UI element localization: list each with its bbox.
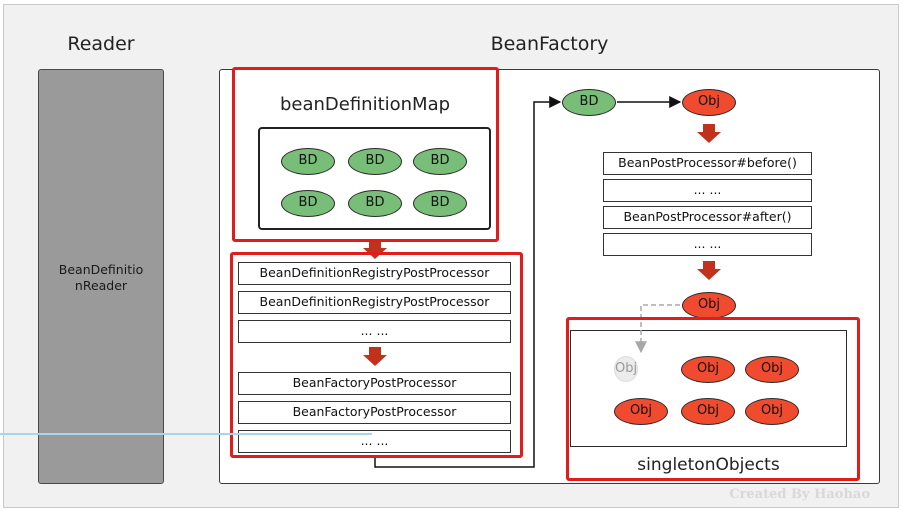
singleton-obj-node: Obj <box>614 398 668 425</box>
bean-definition-map-highlight <box>232 67 499 242</box>
singleton-objects-box <box>570 330 847 447</box>
bd-node: BD <box>348 148 402 175</box>
bd-node: BD <box>348 190 402 217</box>
red-down-arrow <box>697 124 721 143</box>
bd-node: BD <box>281 148 335 175</box>
scan-line-artifact <box>0 433 372 435</box>
registry-post-processor: BeanDefinitionRegistryPostProcessor <box>238 262 511 285</box>
registry-post-processor: BeanDefinitionRegistryPostProcessor <box>238 291 511 314</box>
bean-definition-map-title: beanDefinitionMap <box>279 94 451 115</box>
factory-post-processor: BeanFactoryPostProcessor <box>238 401 511 424</box>
pipeline-bd-node: BD <box>562 89 616 116</box>
red-down-arrow <box>363 240 387 259</box>
dashed-connector <box>635 304 680 354</box>
bean-definition-reader-label: BeanDefinitionReader <box>38 262 164 294</box>
flow-connector <box>374 96 562 468</box>
red-down-arrow <box>363 347 387 366</box>
pending-obj-node: Obj <box>614 356 639 382</box>
watermark: Created By Haohao <box>729 487 870 502</box>
pipeline-obj-node: Obj <box>682 89 736 116</box>
result-obj-node: Obj <box>682 292 736 319</box>
singleton-objects-title: singletonObjects <box>637 455 780 475</box>
singleton-obj-node: Obj <box>681 356 735 383</box>
singleton-obj-node: Obj <box>745 356 799 383</box>
reader-title: Reader <box>67 33 135 55</box>
reader-component-text: BeanDefinitionReader <box>58 262 144 293</box>
bean-factory-title: BeanFactory <box>490 33 609 55</box>
bd-node: BD <box>413 190 467 217</box>
singleton-objects-highlight <box>566 317 860 481</box>
bean-post-processor-ellipsis: ... ... <box>603 179 812 202</box>
registry-post-processor-ellipsis: ... ... <box>238 320 511 343</box>
reader-panel <box>38 69 164 484</box>
singleton-obj-node: Obj <box>745 398 799 425</box>
factory-post-processor: BeanFactoryPostProcessor <box>238 372 511 395</box>
bean-post-processor-before: BeanPostProcessor#before() <box>603 152 812 175</box>
bd-node: BD <box>281 190 335 217</box>
bean-post-processor-after: BeanPostProcessor#after() <box>603 206 812 229</box>
factory-post-processor-ellipsis: ... ... <box>238 430 511 453</box>
post-processors-highlight <box>230 252 523 458</box>
red-down-arrow <box>697 261 721 280</box>
bean-post-processor-ellipsis: ... ... <box>603 233 812 256</box>
bd-node: BD <box>413 148 467 175</box>
singleton-obj-node: Obj <box>681 398 735 425</box>
